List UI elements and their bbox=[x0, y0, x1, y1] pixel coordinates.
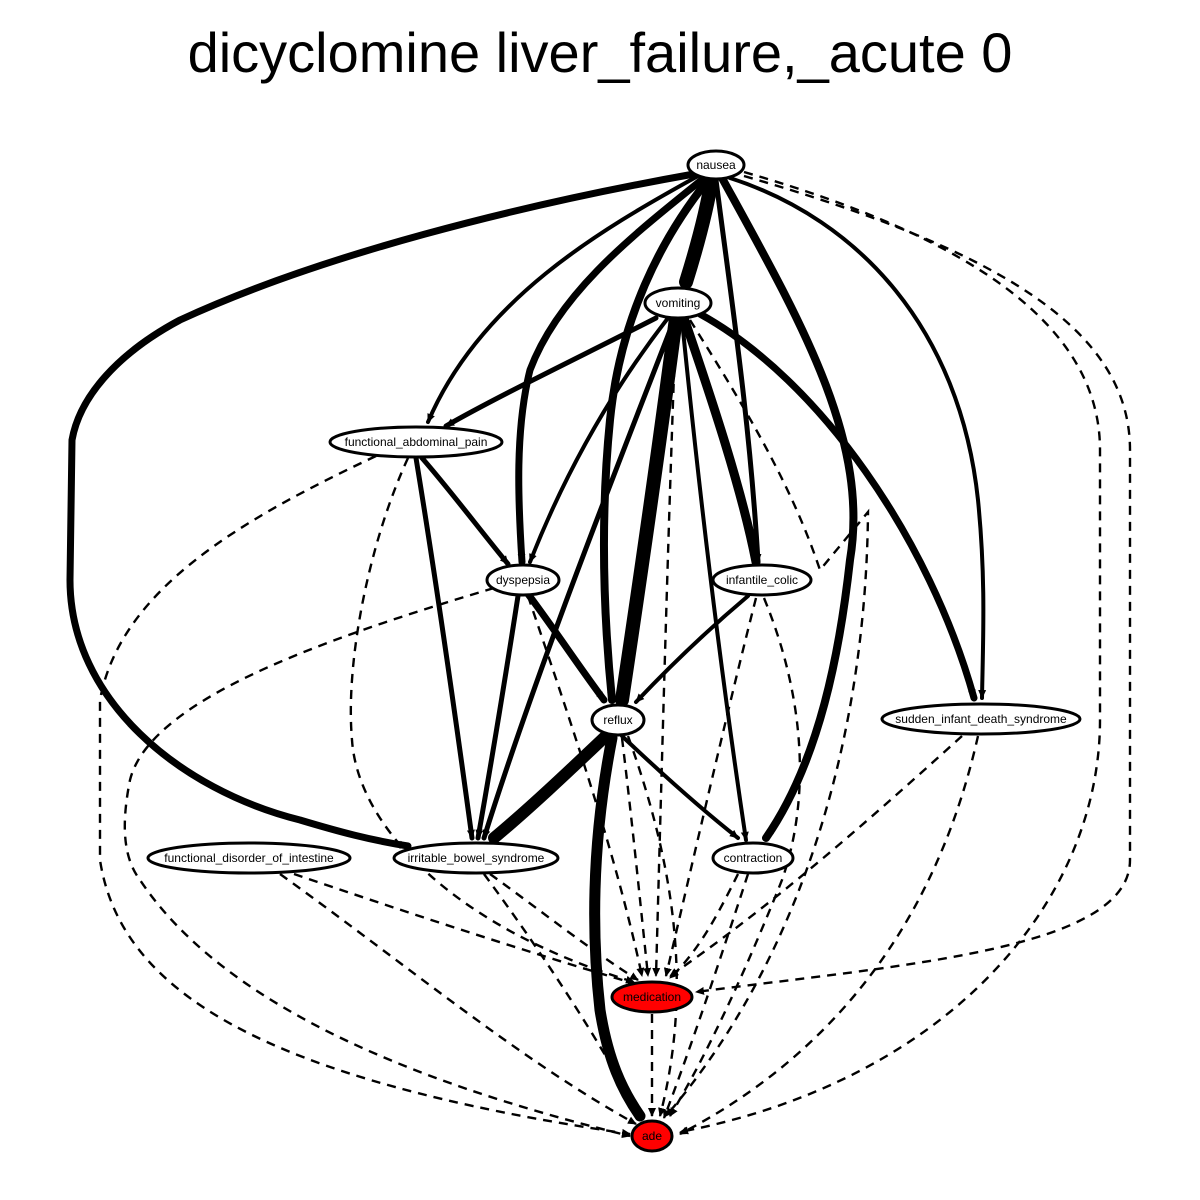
node-functional-disorder-of-intestine-ellipse bbox=[146, 841, 352, 875]
node-ade-ellipse bbox=[630, 1119, 674, 1153]
edge-fap-ibs bbox=[413, 455, 475, 841]
graph-title: dicyclomine liver_failure,_acute 0 bbox=[187, 21, 1013, 84]
node-sudden-infant-death-syndrome[interactable]: sudden_infant_death_syndrome bbox=[880, 702, 1082, 736]
edge-nausea-infantile-colic bbox=[713, 177, 762, 565]
node-medication-label: medication bbox=[623, 990, 681, 1004]
node-sudden-infant-death-syndrome-ellipse bbox=[880, 702, 1082, 736]
edge-infantile-colic-medication bbox=[663, 597, 758, 977]
dashed-edges bbox=[98, 170, 1132, 1138]
edge-contraction-medication bbox=[669, 873, 740, 979]
solid-edges bbox=[66, 170, 987, 1122]
edge-nausea-ibs bbox=[66, 170, 698, 850]
node-functional-abdominal-pain-label: functional_abdominal_pain bbox=[345, 435, 488, 449]
edge-ibs-ade bbox=[483, 873, 642, 1119]
edge-vomiting-reflux bbox=[615, 311, 683, 707]
node-functional-disorder-of-intestine[interactable]: functional_disorder_of_intestine bbox=[146, 841, 352, 875]
node-reflux-label: reflux bbox=[603, 713, 632, 727]
edge-infantile-colic-reflux bbox=[634, 594, 750, 704]
node-vomiting-label: vomiting bbox=[656, 296, 701, 310]
edge-fdi-medication bbox=[293, 872, 637, 986]
edge-sids-medication bbox=[669, 735, 963, 977]
node-vomiting[interactable]: vomiting bbox=[643, 286, 713, 320]
edge-fap-ade bbox=[98, 454, 631, 1137]
edge-reflux-medication bbox=[620, 737, 652, 977]
node-functional-abdominal-pain-ellipse bbox=[328, 425, 504, 459]
node-ade[interactable]: ade bbox=[630, 1119, 674, 1153]
edge-sids-ade bbox=[679, 735, 980, 1136]
edge-fap-dyspepsia bbox=[419, 455, 511, 567]
edge-reflux-ade bbox=[589, 732, 646, 1122]
node-sudden-infant-death-syndrome-label: sudden_infant_death_syndrome bbox=[895, 712, 1067, 726]
edge-fap-medication bbox=[349, 457, 635, 984]
edge-fdi-ade bbox=[279, 873, 637, 1126]
node-ade-label: ade bbox=[642, 1129, 662, 1143]
edge-nausea-fap bbox=[426, 174, 700, 424]
node-contraction-label: contraction bbox=[724, 851, 783, 865]
node-dyspepsia[interactable]: dyspepsia bbox=[485, 563, 561, 597]
edge-dyspepsia-reflux bbox=[524, 590, 608, 704]
edge-nausea-reflux bbox=[600, 176, 712, 704]
node-medication-ellipse bbox=[610, 980, 694, 1014]
node-irritable-bowel-syndrome[interactable]: irritable_bowel_syndrome bbox=[392, 841, 560, 875]
node-nausea-ellipse bbox=[686, 149, 746, 181]
edge-contraction-ade bbox=[662, 873, 750, 1119]
node-infantile-colic[interactable]: infantile_colic bbox=[711, 563, 813, 597]
node-dyspepsia-label: dyspepsia bbox=[496, 573, 550, 587]
edge-vomiting-infantile-colic bbox=[679, 313, 761, 567]
node-dyspepsia-ellipse bbox=[485, 563, 561, 597]
node-infantile-colic-ellipse bbox=[711, 563, 813, 597]
edge-nausea-vomiting bbox=[679, 171, 719, 289]
node-irritable-bowel-syndrome-ellipse bbox=[392, 841, 560, 875]
edge-vomiting-ade bbox=[665, 319, 870, 1117]
node-contraction-ellipse bbox=[711, 841, 795, 875]
graph-nodes: nausea vomiting functional_abdominal_pai… bbox=[146, 149, 1082, 1153]
edge-nausea-dyspepsia bbox=[515, 174, 708, 566]
edge-vomiting-fap bbox=[443, 315, 659, 429]
node-nausea-label: nausea bbox=[696, 158, 736, 172]
node-reflux[interactable]: reflux bbox=[590, 703, 646, 737]
edge-dyspepsia-medication bbox=[526, 595, 645, 977]
edge-vomiting-ibs bbox=[481, 317, 677, 841]
node-medication[interactable]: medication bbox=[610, 980, 694, 1014]
node-functional-disorder-of-intestine-label: functional_disorder_of_intestine bbox=[164, 851, 334, 865]
edge-reflux-ade bbox=[626, 735, 678, 1117]
edge-reflux-contraction bbox=[620, 734, 740, 840]
edge-infantile-colic-ade bbox=[668, 597, 802, 1117]
edge-ibs-medication bbox=[489, 873, 639, 982]
edge-vomiting-dyspepsia bbox=[528, 316, 670, 564]
edge-reflux-ibs bbox=[488, 728, 614, 844]
node-vomiting-ellipse bbox=[643, 286, 713, 320]
edge-dyspepsia-ade bbox=[123, 586, 631, 1138]
node-functional-abdominal-pain[interactable]: functional_abdominal_pain bbox=[328, 425, 504, 459]
edge-dyspepsia-ibs bbox=[475, 593, 521, 841]
edge-vomiting-medication bbox=[652, 319, 678, 977]
node-infantile-colic-label: infantile_colic bbox=[726, 573, 798, 587]
edge-nausea-medication bbox=[695, 174, 1132, 995]
node-contraction[interactable]: contraction bbox=[711, 841, 795, 875]
edge-vomiting-sids bbox=[696, 310, 978, 702]
node-nausea[interactable]: nausea bbox=[686, 149, 746, 181]
edge-nausea-sids bbox=[728, 176, 987, 700]
edge-vomiting-contraction bbox=[680, 318, 749, 842]
node-irritable-bowel-syndrome-label: irritable_bowel_syndrome bbox=[408, 851, 545, 865]
node-reflux-ellipse bbox=[590, 703, 646, 737]
edge-nausea-contraction bbox=[718, 174, 858, 842]
